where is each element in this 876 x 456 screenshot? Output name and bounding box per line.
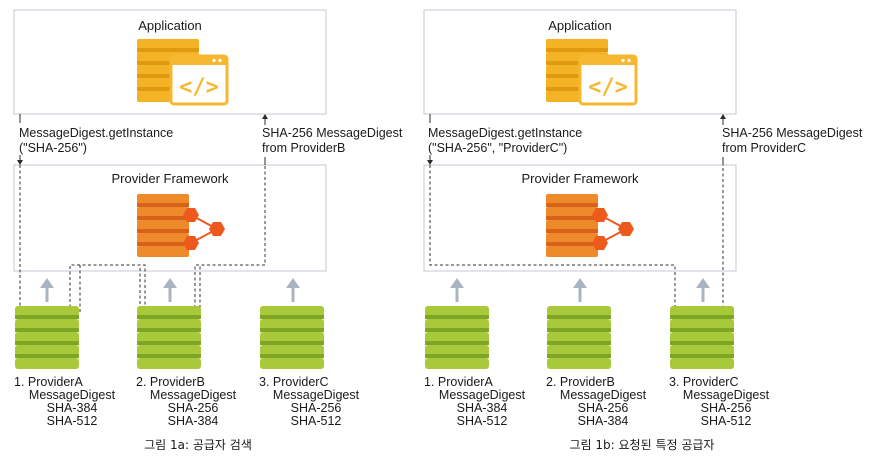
provider-a-label: 1. ProviderA MessageDigest SHA-384 SHA-5… [424,375,526,428]
request-label-line2: ("SHA-256") [19,141,87,155]
direct-request-path [429,165,724,314]
provider-c-label: 3. ProviderC MessageDigest SHA-256 SHA-5… [259,375,360,428]
provider-algorithm: SHA-384 [578,414,629,428]
response-arrow [720,114,726,165]
provider-name: 2. ProviderB [136,375,205,389]
provider-b-label: 2. ProviderB MessageDigest SHA-256 SHA-3… [136,375,237,428]
provider-algorithm: SHA-256 [578,401,629,415]
up-arrow-icon [694,276,712,304]
provider-b-database-icon [547,306,611,369]
request-label-line1: MessageDigest.getInstance [428,126,582,140]
panel-a: Application Provider Framework MessageDi… [13,9,403,452]
provider-name: 3. ProviderC [259,375,328,389]
provider-service: MessageDigest [150,388,237,402]
up-arrow-icon [38,276,56,304]
provider-name: 3. ProviderC [669,375,738,389]
framework-label: Provider Framework [521,171,639,186]
response-label-line2: from ProviderC [722,141,806,155]
request-label-line2: ("SHA-256", "ProviderC") [428,141,567,155]
provider-algorithm: SHA-256 [701,401,752,415]
provider-algorithm: SHA-256 [291,401,342,415]
provider-a-database-icon [425,306,489,369]
panel-b: Application Provider Framework MessageDi… [423,9,863,452]
application-label: Application [138,18,202,33]
framework-label: Provider Framework [111,171,229,186]
application-label: Application [548,18,612,33]
provider-algorithm: SHA-256 [168,401,219,415]
provider-algorithm: SHA-512 [457,414,508,428]
provider-c-label: 3. ProviderC MessageDigest SHA-256 SHA-5… [669,375,770,428]
provider-service: MessageDigest [273,388,360,402]
up-arrow-icon [571,276,589,304]
response-label-line1: SHA-256 MessageDigest [722,126,863,140]
provider-service: MessageDigest [683,388,770,402]
response-label-line2: from ProviderB [262,141,345,155]
provider-algorithm: SHA-384 [168,414,219,428]
figure-caption: 그림 1b: 요청된 특정 공급자 [570,438,715,452]
provider-service: MessageDigest [560,388,647,402]
provider-a-database-icon [15,306,79,369]
provider-b-label: 2. ProviderB MessageDigest SHA-256 SHA-3… [546,375,647,428]
provider-c-database-icon [260,306,324,369]
provider-algorithm: SHA-384 [457,401,508,415]
provider-name: 1. ProviderA [424,375,493,389]
response-label-line1: SHA-256 MessageDigest [262,126,403,140]
request-arrow [17,114,23,165]
provider-b-database-icon [137,306,201,369]
provider-a-label: 1. ProviderA MessageDigest SHA-384 SHA-5… [14,375,116,428]
provider-service: MessageDigest [29,388,116,402]
figure-caption: 그림 1a: 공급자 검색 [144,438,252,452]
provider-c-database-icon [670,306,734,369]
provider-name: 1. ProviderA [14,375,83,389]
request-label-line1: MessageDigest.getInstance [19,126,173,140]
up-arrow-icon [161,276,179,304]
provider-algorithm: SHA-512 [701,414,752,428]
provider-algorithm: SHA-384 [47,401,98,415]
up-arrow-icon [448,276,466,304]
response-arrow [262,114,268,165]
provider-name: 2. ProviderB [546,375,615,389]
provider-algorithm: SHA-512 [291,414,342,428]
up-arrow-icon [284,276,302,304]
provider-algorithm: SHA-512 [47,414,98,428]
provider-service: MessageDigest [439,388,526,402]
request-arrow [427,114,433,165]
